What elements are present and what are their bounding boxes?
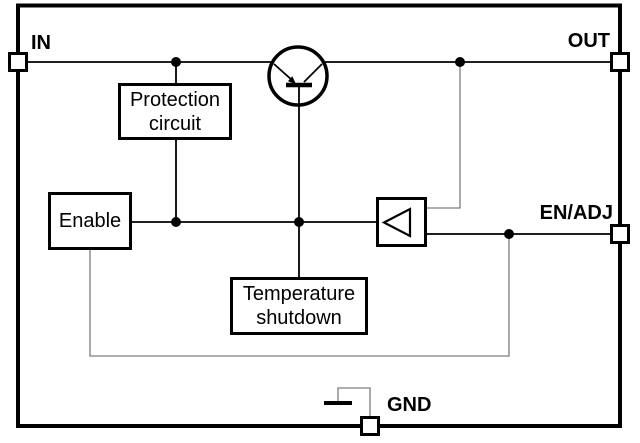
junction-dot — [171, 57, 181, 67]
ic-outline — [16, 3, 622, 428]
temperature-shutdown-label-line2: shutdown — [256, 307, 342, 329]
protection-circuit-block: Protection circuit — [118, 83, 232, 140]
pin-label-out: OUT — [567, 30, 610, 52]
amplifier-triangle — [381, 207, 412, 238]
wire-out-feedback — [427, 62, 461, 209]
pin-label-in: IN — [31, 32, 51, 54]
transistor-collector — [303, 63, 323, 83]
pin-terminal-out — [610, 52, 630, 72]
pin-label-gnd: GND — [387, 394, 432, 416]
ground-lead — [337, 387, 371, 416]
amplifier-triangle-icon — [376, 197, 427, 247]
wire-bottom-feedback-loop — [89, 234, 510, 357]
pin-terminal-en-adj — [610, 224, 630, 244]
protection-circuit-label-line2: circuit — [148, 112, 202, 135]
transistor-emitter — [273, 63, 294, 82]
temperature-shutdown-label-line1: Temperature — [242, 283, 356, 305]
enable-block: Enable — [48, 192, 132, 250]
junction-dot — [455, 57, 465, 67]
pin-terminal-in — [8, 52, 28, 72]
pin-terminal-gnd — [360, 416, 380, 436]
protection-circuit-label-line1: Protection — [129, 88, 221, 111]
transistor-body — [267, 45, 329, 107]
pin-label-en-adj: EN/ADJ — [539, 202, 613, 224]
junction-dot — [294, 217, 304, 227]
transistor-emitter-arrow — [287, 76, 296, 84]
junction-dot — [171, 217, 181, 227]
pnp-transistor-icon — [267, 45, 329, 277]
junction-dot — [504, 229, 514, 239]
temperature-shutdown-block: Temperature shutdown — [230, 277, 368, 335]
enable-label: Enable — [58, 210, 122, 232]
ground-icon — [324, 387, 371, 416]
